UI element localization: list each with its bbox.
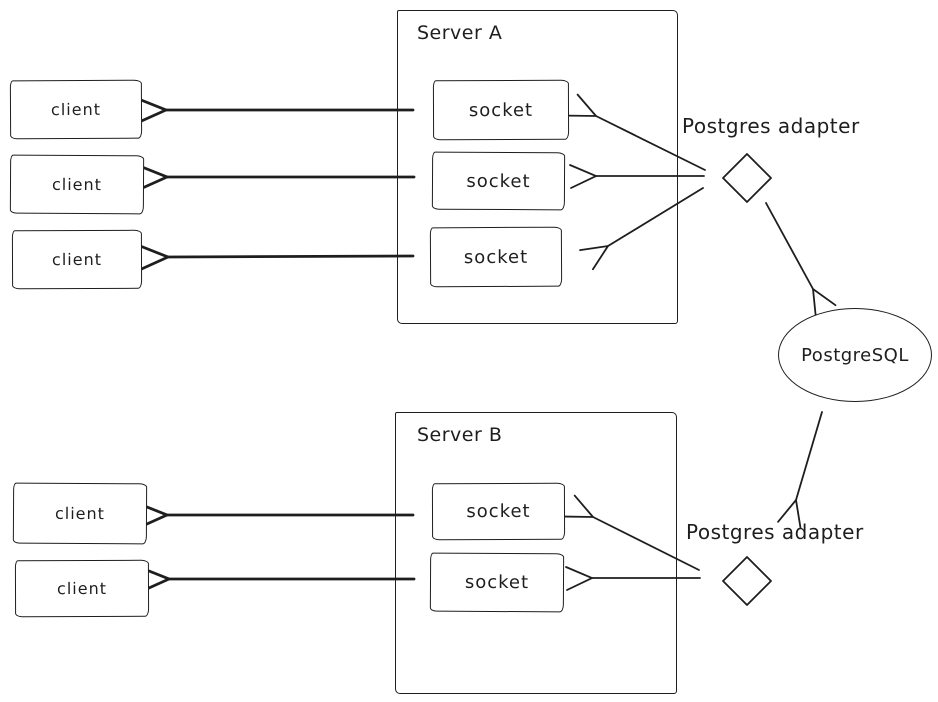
server-a-label: Server A	[417, 22, 503, 44]
server-a-socket-3[interactable]: socket	[429, 226, 563, 288]
client-4-label: client	[54, 503, 106, 524]
postgres-adapter-2-label: Postgres adapter	[686, 520, 864, 544]
socket-a3-label: socket	[463, 246, 529, 268]
server-b-socket-2[interactable]: socket	[429, 552, 565, 613]
client-box-3[interactable]: client	[11, 229, 143, 290]
server-b-socket-1[interactable]: socket	[431, 482, 566, 541]
postgresql-node[interactable]: PostgreSQL	[778, 308, 932, 402]
socket-a2-label: socket	[466, 170, 531, 192]
arrow-postgresql-to-adapter2[interactable]	[777, 411, 823, 529]
server-a-socket-1[interactable]: socket	[432, 79, 570, 141]
client-3-label: client	[51, 249, 103, 270]
arrow-adapter1-to-socket-a3[interactable]	[579, 187, 704, 271]
server-a-box[interactable]	[397, 10, 678, 324]
server-a-socket-2[interactable]: socket	[431, 151, 566, 211]
client-box-2[interactable]: client	[9, 154, 145, 215]
client-5-label: client	[56, 578, 108, 599]
postgres-adapter-1-label: Postgres adapter	[682, 114, 860, 138]
client-box-1[interactable]: client	[9, 79, 143, 140]
postgresql-label: PostgreSQL	[801, 344, 909, 366]
client-1-label: client	[50, 99, 102, 120]
arrow-adapter2-to-socket-b1[interactable]	[564, 494, 700, 571]
arrow-socket-a3-to-client-3[interactable]	[136, 243, 415, 272]
postgres-adapter-1-diamond[interactable]	[722, 153, 772, 203]
server-b-label: Server B	[417, 424, 503, 446]
arrow-adapter1-to-postgresql[interactable]	[765, 202, 837, 318]
postgres-adapter-2-diamond[interactable]	[722, 556, 772, 606]
server-b-box[interactable]	[395, 412, 677, 694]
client-2-label: client	[51, 174, 103, 195]
client-box-5[interactable]: client	[14, 559, 150, 618]
socket-b1-label: socket	[466, 500, 531, 523]
socket-b2-label: socket	[464, 571, 530, 594]
arrow-adapter1-to-socket-a1[interactable]	[567, 93, 706, 171]
socket-a1-label: socket	[468, 99, 534, 121]
client-box-4[interactable]: client	[12, 482, 148, 545]
